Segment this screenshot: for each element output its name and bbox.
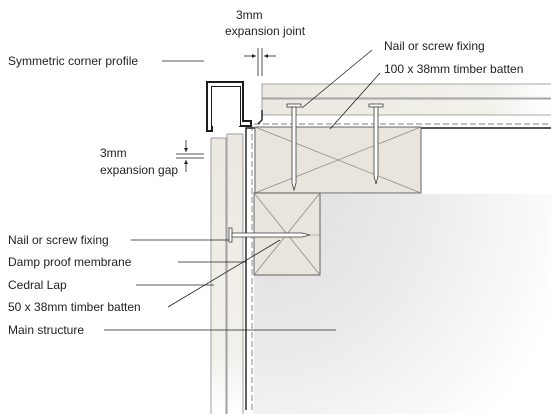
label-expansion-joint-value: 3mm [236, 8, 263, 22]
labels: Symmetric corner profile 3mm expansion j… [8, 8, 523, 337]
timber-batten-100x38 [254, 126, 422, 194]
nail-fixing-horizontal [228, 227, 320, 243]
expansion-joint-dimension [244, 48, 276, 76]
leader-lines [104, 49, 381, 331]
symmetric-corner-profile [206, 81, 263, 132]
label-batten-100: 100 x 38mm timber batten [384, 62, 523, 76]
damp-proof-membrane [245, 123, 551, 410]
leader-nail-top [301, 49, 373, 109]
label-batten-50: 50 x 38mm timber batten [8, 300, 141, 314]
label-nail-fixing-top: Nail or screw fixing [384, 39, 485, 53]
label-main-structure: Main structure [8, 323, 84, 337]
cedral-lap-horizontal-boards [261, 83, 551, 116]
main-structure [254, 194, 551, 414]
label-expansion-gap-value: 3mm [100, 146, 127, 160]
label-expansion-gap-text: expansion gap [100, 163, 178, 177]
label-nail-fixing-left: Nail or screw fixing [8, 233, 109, 247]
nail-fixing-1 [286, 103, 302, 192]
nail-fixings-vertical [286, 103, 384, 192]
nail-fixing-2 [368, 103, 384, 185]
label-symmetric-corner-profile: Symmetric corner profile [8, 54, 138, 68]
leader-batten-100 [329, 72, 381, 130]
label-damp-proof-membrane: Damp proof membrane [8, 255, 132, 269]
cedral-lap-vertical-boards [210, 133, 244, 414]
label-expansion-joint-text: expansion joint [225, 24, 306, 38]
label-cedral-lap: Cedral Lap [8, 278, 67, 292]
expansion-gap-dimension [176, 140, 204, 172]
leader-batten-50 [167, 239, 281, 308]
